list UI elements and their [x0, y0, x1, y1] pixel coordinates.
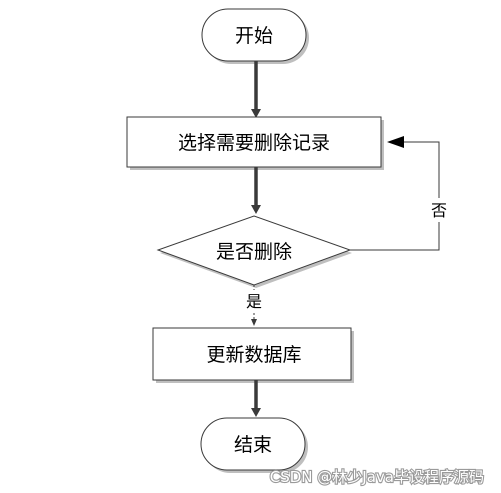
arrow-no-loop — [350, 141, 440, 251]
end-node: 结束 — [200, 417, 308, 473]
start-label: 开始 — [235, 25, 273, 47]
no-label: 否 — [431, 201, 447, 220]
arrowhead-update-to-end — [251, 408, 261, 417]
update-database-node: 更新数据库 — [152, 327, 354, 383]
arrowhead-select-to-decision — [251, 205, 261, 214]
end-label: 结束 — [234, 434, 272, 456]
arrowhead-yes-path — [251, 319, 257, 326]
watermark-text: CSDN @林少Java毕设程序源码 — [270, 468, 484, 486]
select-record-node: 选择需要删除记录 — [126, 116, 384, 170]
select-record-label: 选择需要删除记录 — [178, 132, 330, 154]
arrowhead-no-loop — [387, 136, 404, 148]
delete-decision-node: 是否删除 — [156, 215, 352, 288]
delete-decision-label: 是否删除 — [216, 241, 292, 263]
arrowhead-start-to-select — [251, 109, 261, 118]
yes-label: 是 — [246, 292, 262, 311]
start-node: 开始 — [201, 8, 309, 64]
yes-label-bg — [244, 290, 264, 312]
no-label-bg — [428, 198, 450, 222]
update-database-label: 更新数据库 — [206, 344, 301, 366]
